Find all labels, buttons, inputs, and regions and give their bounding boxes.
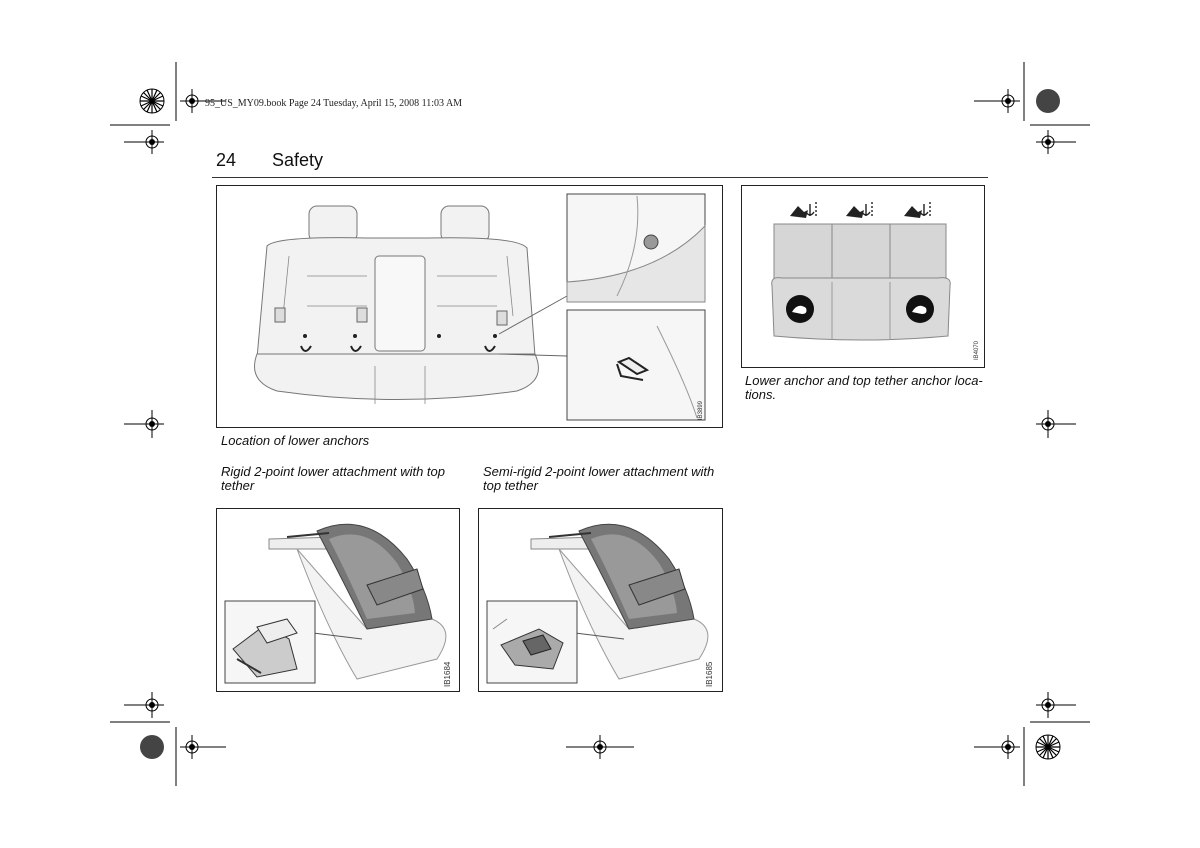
page-number: 24 (216, 150, 237, 170)
semi-rigid-attachment-caption: Semi-rigid 2-point lower attachment with… (483, 464, 715, 493)
anchor-location-figure: IB4070 (741, 185, 985, 368)
top-tether-icons (790, 206, 922, 218)
print-info-line: 95_US_MY09.book Page 24 Tuesday, April 1… (205, 98, 463, 109)
rigid-attachment-illustration (224, 523, 447, 684)
anchor-location-caption: Lower anchor and top tether anchor loca-… (745, 373, 983, 402)
rear-seat-figure: IB3899 (216, 185, 723, 428)
rear-seat-caption: Location of lower anchors (221, 433, 370, 448)
section-title: Safety (272, 150, 324, 170)
figure-code: IB1685 (705, 661, 714, 687)
figure-code: IB1684 (443, 661, 452, 687)
rigid-attachment-figure: IB1684 (216, 508, 460, 692)
rear-seat-illustration (254, 193, 706, 421)
header-rule (212, 177, 988, 178)
anchor-location-illustration (771, 202, 951, 341)
figure-code: IB4070 (974, 340, 980, 360)
semi-rigid-attachment-figure: IB1685 (478, 508, 723, 692)
rigid-attachment-caption: Rigid 2-point lower attachment with top … (221, 464, 446, 493)
semi-rigid-attachment-illustration (486, 523, 709, 684)
figure-code: IB3899 (698, 400, 704, 420)
